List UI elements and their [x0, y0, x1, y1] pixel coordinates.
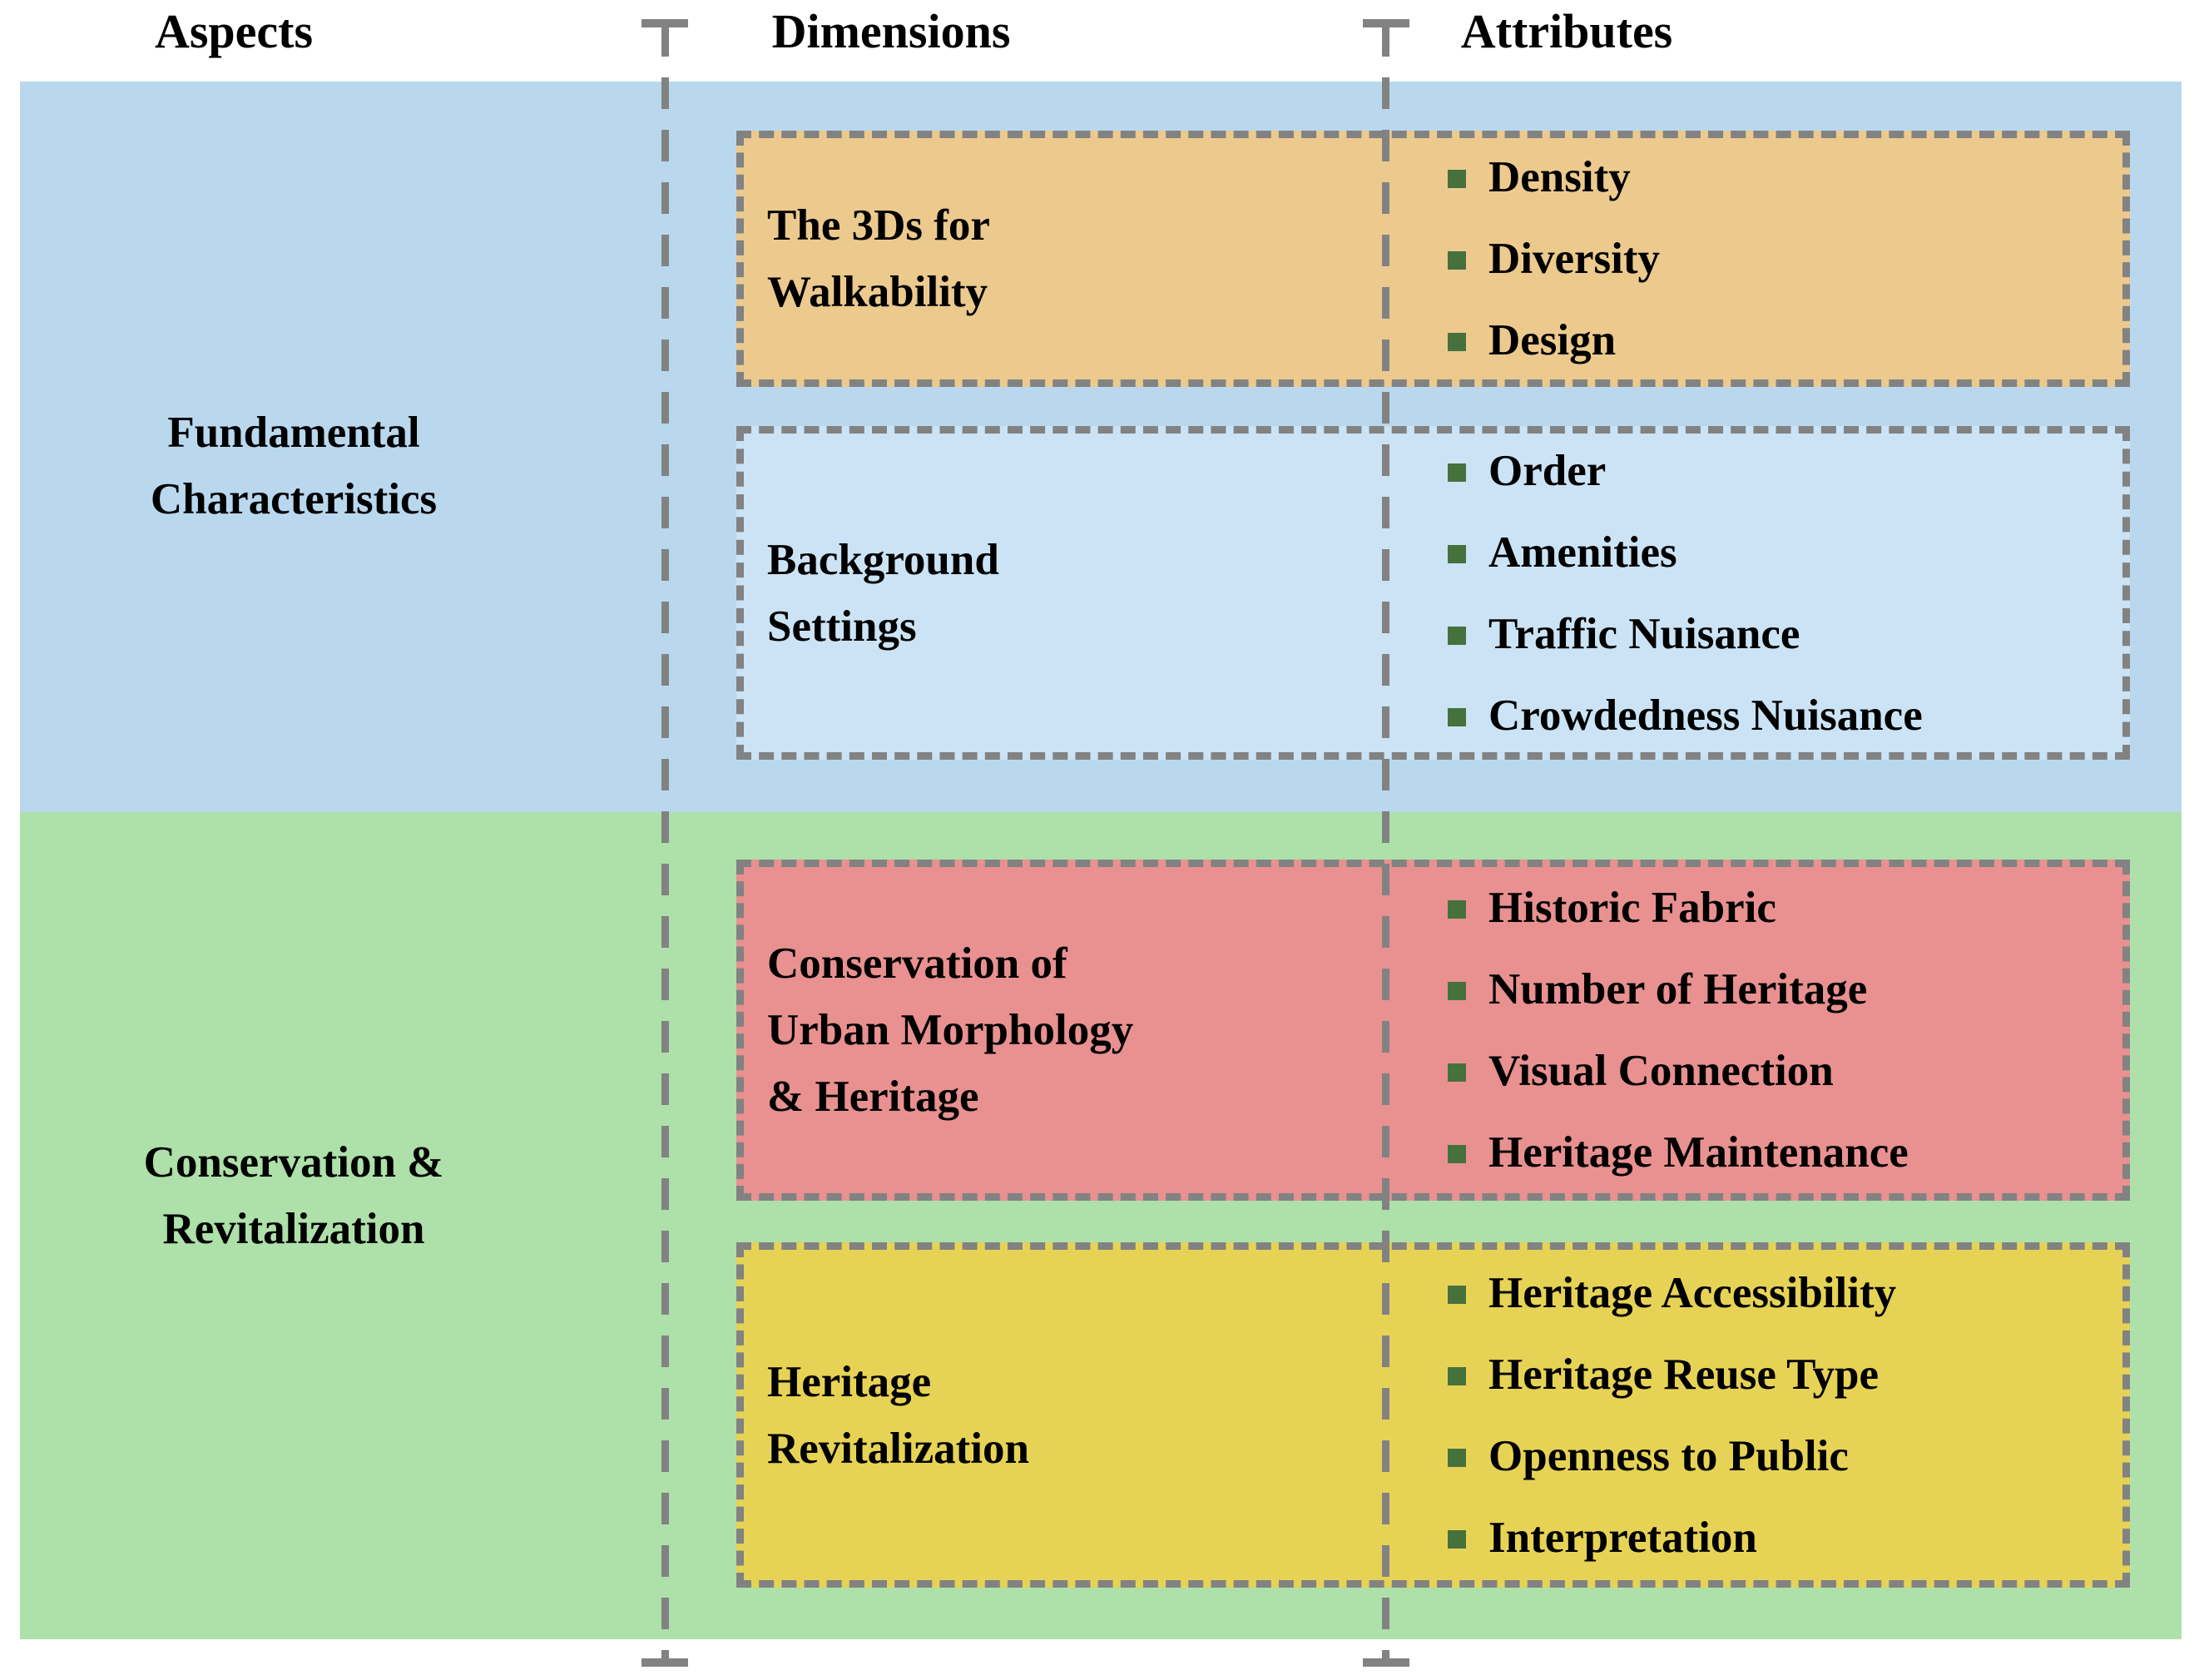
attribute-item: Amenities: [1448, 528, 1923, 577]
attribute-list-urban-morphology-heritage: Historic Fabric Number of Heritage Visua…: [1448, 884, 1909, 1177]
bullet-square-icon: [1448, 544, 1466, 563]
attribute-item: Diversity: [1448, 235, 1661, 283]
attribute-item: Order: [1448, 446, 1923, 495]
aspect-label-line: Fundamental: [167, 409, 420, 457]
attribute-item: Visual Connection: [1448, 1047, 1909, 1095]
attribute-label: Order: [1488, 446, 1607, 495]
dimension-title-background-settings: Background Settings: [767, 527, 999, 660]
attribute-list-heritage-revitalization: Heritage Accessibility Heritage Reuse Ty…: [1448, 1268, 1897, 1562]
attribute-label: Crowdedness Nuisance: [1488, 691, 1923, 740]
attribute-item: Openness to Public: [1448, 1431, 1896, 1480]
dimension-title-line: The 3Ds for: [767, 201, 990, 250]
divider-end-cap: [1363, 19, 1409, 27]
column-divider-dashed-line: [661, 25, 669, 1658]
attribute-list-background-settings: Order Amenities Traffic Nuisance Crowded…: [1448, 446, 1923, 740]
bullet-square-icon: [1448, 900, 1466, 919]
dimension-title-walkability: The 3Ds for Walkability: [767, 192, 990, 325]
bullet-square-icon: [1448, 1366, 1466, 1385]
attribute-label: Visual Connection: [1488, 1047, 1834, 1095]
dimension-box-walkability: The 3Ds for Walkability Density Diversit…: [736, 131, 2130, 387]
column-header-aspects: Aspects: [154, 4, 314, 58]
attribute-list-walkability: Density Diversity Design: [1448, 153, 1661, 364]
bullet-square-icon: [1448, 1145, 1466, 1163]
bullet-square-icon: [1448, 1448, 1466, 1467]
aspect-label-line: Conservation &: [143, 1138, 444, 1187]
bullet-square-icon: [1448, 982, 1466, 1000]
bullet-square-icon: [1448, 333, 1466, 351]
dimension-title-line: Background: [767, 535, 999, 584]
dimension-box-heritage-revitalization: Heritage Revitalization Heritage Accessi…: [736, 1242, 2130, 1588]
attribute-label: Traffic Nuisance: [1488, 609, 1800, 658]
aspect-label-conservation-revitalization: Conservation & Revitalization: [144, 1129, 444, 1262]
dimension-box-urban-morphology-heritage: Conservation of Urban Morphology & Herit…: [736, 860, 2130, 1201]
bullet-square-icon: [1448, 626, 1466, 645]
aspect-label-line: Characteristics: [150, 475, 438, 523]
column-divider-dashed-line: [1382, 25, 1389, 1658]
attribute-label: Amenities: [1488, 528, 1677, 577]
aspect-label-fundamental-characteristics: Fundamental Characteristics: [151, 399, 437, 533]
attribute-label: Heritage Accessibility: [1488, 1268, 1897, 1317]
attribute-item: Number of Heritage: [1448, 965, 1909, 1013]
bullet-square-icon: [1448, 1529, 1466, 1549]
bullet-square-icon: [1448, 707, 1466, 726]
dimension-title-line: & Heritage: [767, 1073, 979, 1121]
attribute-item: Heritage Reuse Type: [1448, 1350, 1896, 1399]
dimension-box-background-settings: Background Settings Order Amenities Traf…: [736, 426, 2130, 760]
attribute-item: Design: [1448, 316, 1660, 364]
dimension-title-line: Settings: [767, 602, 917, 651]
attribute-label: Heritage Maintenance: [1488, 1128, 1909, 1177]
attribute-item: Interpretation: [1448, 1513, 1896, 1562]
attribute-label: Historic Fabric: [1488, 884, 1776, 932]
column-header-dimensions: Dimensions: [771, 4, 1011, 58]
bullet-square-icon: [1448, 1063, 1466, 1082]
attribute-item: Heritage Accessibility: [1448, 1268, 1897, 1317]
attribute-item: Traffic Nuisance: [1448, 609, 1923, 658]
divider-end-cap: [641, 1658, 688, 1667]
bullet-square-icon: [1448, 251, 1466, 270]
attribute-item: Historic Fabric: [1448, 884, 1909, 932]
attribute-label: Diversity: [1488, 235, 1661, 283]
column-header-attributes: Attributes: [1460, 4, 1673, 58]
attribute-item: Heritage Maintenance: [1448, 1128, 1909, 1177]
attribute-label: Number of Heritage: [1488, 965, 1868, 1013]
attribute-item: Density: [1448, 153, 1660, 201]
dimension-title-line: Heritage: [767, 1357, 932, 1406]
dimension-title-line: Urban Morphology: [767, 1006, 1134, 1054]
attribute-label: Design: [1488, 316, 1617, 364]
bullet-square-icon: [1448, 1285, 1466, 1304]
attribute-label: Heritage Reuse Type: [1488, 1350, 1880, 1399]
divider-end-cap: [1363, 1658, 1409, 1667]
dimension-title-line: Walkability: [767, 268, 988, 316]
attribute-label: Density: [1488, 153, 1631, 201]
attribute-label: Openness to Public: [1488, 1431, 1849, 1480]
dimension-title-line: Conservation of: [767, 939, 1067, 988]
dimension-title-line: Revitalization: [767, 1424, 1029, 1473]
bullet-square-icon: [1448, 463, 1466, 482]
dimension-title-urban-morphology-heritage: Conservation of Urban Morphology & Herit…: [767, 930, 1133, 1130]
bullet-square-icon: [1448, 170, 1466, 188]
aspect-label-line: Revitalization: [162, 1205, 425, 1253]
dimension-title-heritage-revitalization: Heritage Revitalization: [767, 1349, 1029, 1482]
attribute-label: Interpretation: [1488, 1513, 1757, 1562]
divider-end-cap: [641, 19, 688, 27]
attribute-item: Crowdedness Nuisance: [1448, 691, 1923, 740]
